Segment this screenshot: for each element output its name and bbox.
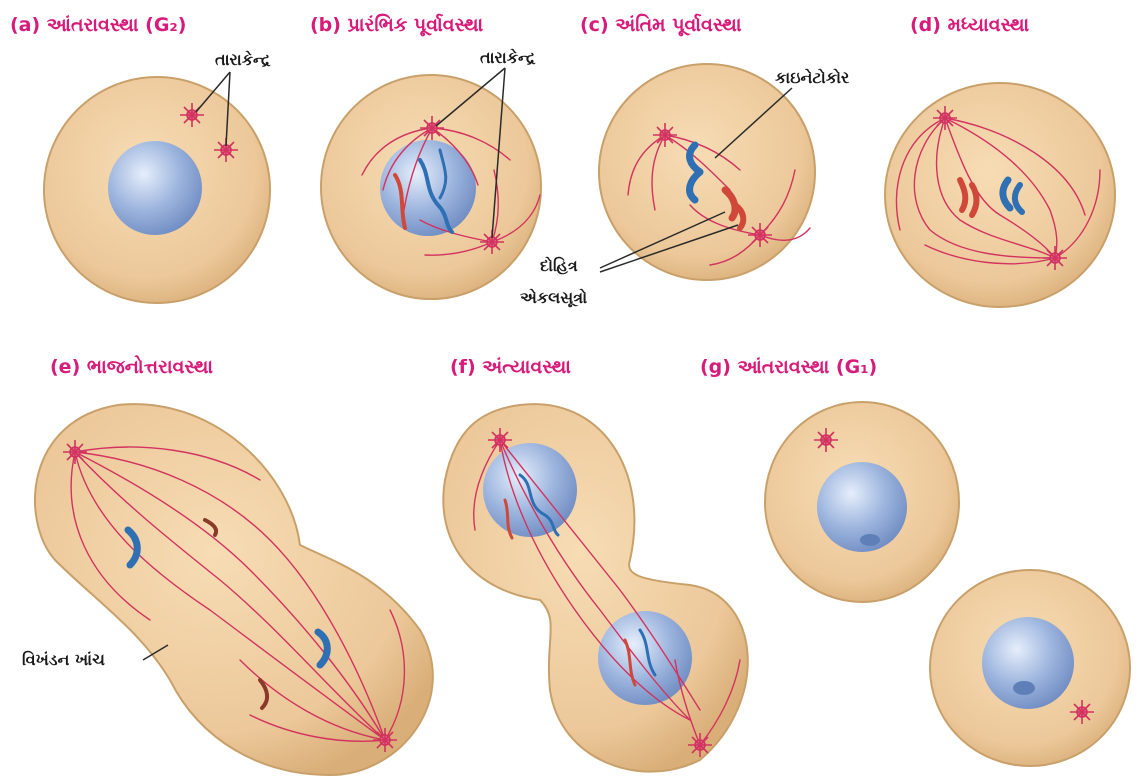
nucleolus-g1-bottom (1013, 681, 1035, 695)
label-spindle-line1: દોહિત્ર (540, 256, 578, 276)
stage-title-f: (f) અંત્યાવસ્થા (450, 356, 571, 378)
stage-title-c: (c) અંતિમ પૂર્વાવસ્થા (580, 14, 742, 36)
label-cleavage-furrow: વિખંડન ખાંચ (22, 650, 105, 670)
stage-title-g: (g) આંતરાવસ્થા (G₁) (700, 356, 877, 378)
nucleus-interphase-g1-bottom (982, 617, 1074, 709)
nucleolus-g1-top (860, 534, 880, 546)
label-kinetochore: કાઇનેટોકોર (775, 68, 849, 88)
label-centrosome-a: તારાકેન્દ્ર (215, 50, 271, 70)
stage-title-e: (e) ભાજનોત્તરાવસ્થા (50, 356, 213, 378)
stage-title-b: (b) પ્રારંભિક પૂર્વાવસ્થા (310, 14, 483, 36)
label-spindle-line2: એકલસૂત્રો (520, 288, 587, 308)
nucleus-interphase-g2 (108, 141, 202, 235)
stage-title-a: (a) આંતરાવસ્થા (G₂) (10, 14, 186, 36)
label-centrosome-b: તારાકેન્દ્ર (480, 48, 536, 68)
stage-title-d: (d) મધ્યાવસ્થા (910, 14, 1029, 36)
